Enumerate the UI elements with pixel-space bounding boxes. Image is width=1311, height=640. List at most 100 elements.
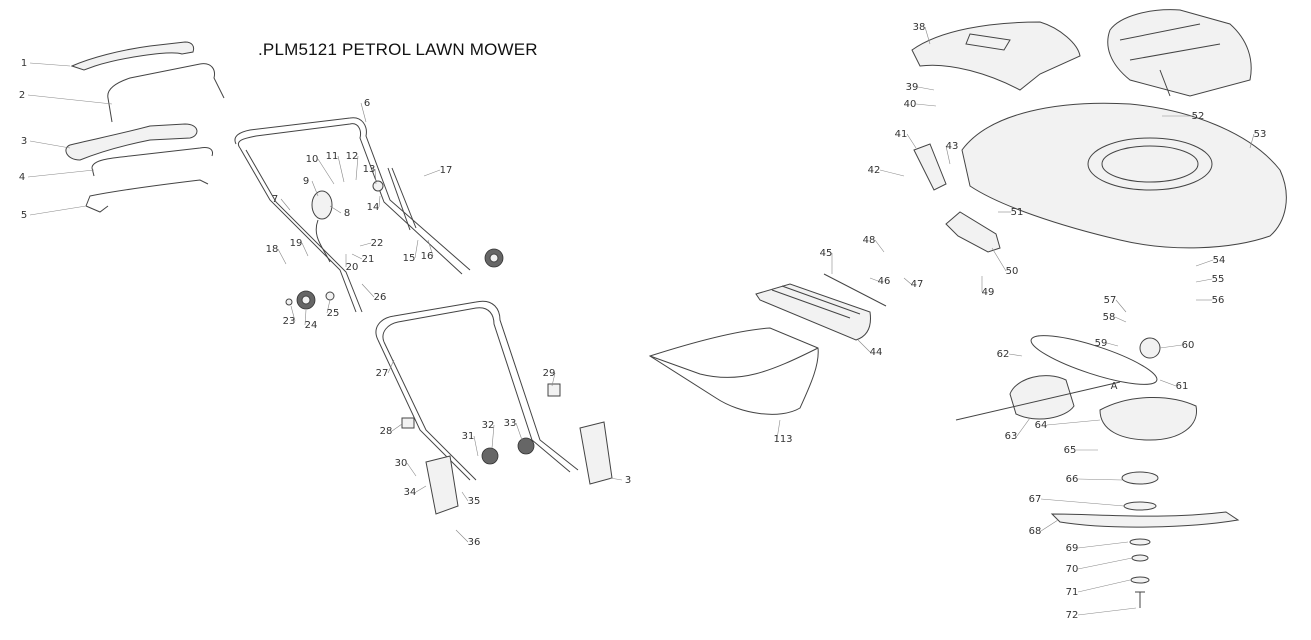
callout-label-2: 2 bbox=[19, 90, 25, 101]
callout-leader-38 bbox=[924, 26, 931, 45]
callout-leader-17 bbox=[423, 169, 441, 177]
callout-leader-55 bbox=[1195, 278, 1213, 283]
part-44-bag-top bbox=[755, 283, 871, 341]
part-2-bail-bar bbox=[107, 63, 225, 123]
callout-label-44: 44 bbox=[870, 347, 883, 358]
callout-label-1: 1 bbox=[21, 58, 27, 69]
callout-label-24: 24 bbox=[305, 320, 318, 331]
part-3-foam-grip bbox=[65, 123, 198, 161]
callout-label-60: 60 bbox=[1182, 340, 1195, 351]
part-23-nut bbox=[285, 298, 293, 306]
callout-label-59: 59 bbox=[1095, 338, 1108, 349]
callout-label-16: 16 bbox=[421, 251, 434, 262]
part-71-washer bbox=[1130, 576, 1150, 584]
callout-label-15: 15 bbox=[403, 253, 416, 264]
callout-label-49: 49 bbox=[982, 287, 995, 298]
callout-leader-22 bbox=[359, 242, 372, 247]
callout-leader-21 bbox=[351, 253, 363, 260]
callout-leader-5 bbox=[29, 205, 87, 216]
part-61-belt bbox=[1030, 335, 1158, 385]
callout-leader-27 bbox=[387, 359, 395, 374]
callout-leader-33 bbox=[515, 422, 523, 441]
callout-label-52: 52 bbox=[1192, 111, 1205, 122]
callout-leader-53 bbox=[1249, 133, 1255, 149]
callout-leader-11 bbox=[337, 155, 345, 183]
callout-leader-28 bbox=[391, 423, 403, 432]
callout-leader-3 bbox=[29, 140, 71, 149]
part-24-knob-wheel bbox=[296, 290, 316, 310]
part-28-clip bbox=[401, 417, 415, 429]
callout-leader-30 bbox=[406, 462, 417, 477]
callout-leader-15 bbox=[414, 239, 419, 259]
callout-leader-71 bbox=[1077, 579, 1131, 593]
callout-leader-36 bbox=[455, 529, 469, 543]
part-5-lever-bar bbox=[85, 179, 209, 213]
callout-leader-66 bbox=[1077, 478, 1123, 481]
upper-handle-group bbox=[234, 117, 504, 313]
callout-leader-60 bbox=[1159, 344, 1183, 349]
part-38-top-cover bbox=[911, 21, 1081, 91]
part-25-washer bbox=[325, 291, 335, 301]
callout-label-6: 6 bbox=[364, 98, 370, 109]
part-72-bolt bbox=[1135, 591, 1145, 608]
callout-leader-4 bbox=[27, 169, 95, 178]
callout-leader-68 bbox=[1040, 519, 1059, 532]
callout-leader-35 bbox=[461, 491, 469, 502]
callout-label-8: 8 bbox=[344, 208, 350, 219]
callout-leader-2 bbox=[27, 94, 113, 105]
callout-label-69: 69 bbox=[1066, 543, 1079, 554]
part-60-pulley bbox=[1139, 337, 1161, 359]
deck-group bbox=[911, 9, 1287, 253]
callout-leader-41 bbox=[906, 133, 917, 149]
callout-label-41: 41 bbox=[895, 129, 908, 140]
callout-label-14: 14 bbox=[367, 202, 380, 213]
callout-label-30: 30 bbox=[395, 458, 408, 469]
callout-label-3: 3 bbox=[21, 136, 27, 147]
callout-leader-70 bbox=[1077, 557, 1133, 570]
callout-label-43: 43 bbox=[946, 141, 959, 152]
callout-label-35: 35 bbox=[468, 496, 481, 507]
callout-label-42: 42 bbox=[868, 165, 881, 176]
callout-label-13: 13 bbox=[363, 164, 376, 175]
callout-label-72: 72 bbox=[1066, 610, 1079, 621]
part-113-grass-bag bbox=[648, 327, 819, 415]
callout-label-46: 46 bbox=[878, 276, 891, 287]
callout-label-10: 10 bbox=[306, 154, 319, 165]
callout-label-56: 56 bbox=[1212, 295, 1225, 306]
callout-leader-16 bbox=[427, 239, 434, 257]
callout-leader-44 bbox=[857, 339, 871, 353]
part-33-knob bbox=[517, 437, 535, 455]
part-32-knob bbox=[481, 447, 499, 465]
callout-leader-39 bbox=[917, 86, 935, 91]
callout-label-70: 70 bbox=[1066, 564, 1079, 575]
callout-label-53: 53 bbox=[1254, 129, 1267, 140]
callout-leader-23 bbox=[290, 305, 296, 322]
callout-leader-12 bbox=[355, 155, 359, 181]
callout-leader-34 bbox=[415, 485, 427, 493]
callout-label-113: 113 bbox=[773, 434, 792, 445]
callout-leader-24 bbox=[304, 309, 307, 326]
callout-leader-19 bbox=[301, 242, 309, 257]
callout-label-66: 66 bbox=[1066, 474, 1079, 485]
callout-leader-57 bbox=[1115, 299, 1127, 313]
callout-label-25: 25 bbox=[327, 308, 340, 319]
part-34-bracket-left bbox=[425, 455, 459, 515]
callout-leader-47 bbox=[903, 277, 912, 285]
callout-label-40: 40 bbox=[904, 99, 917, 110]
callout-label-65: 65 bbox=[1064, 445, 1077, 456]
callout-leader-6 bbox=[360, 102, 367, 123]
callout-label-7: 7 bbox=[272, 194, 278, 205]
callout-label-20: 20 bbox=[346, 262, 359, 273]
part-9-cable-clip bbox=[311, 190, 333, 220]
callout-leader-63 bbox=[1016, 417, 1031, 437]
callout-leader-10 bbox=[317, 158, 335, 185]
part-knob-right bbox=[484, 248, 504, 268]
callout-leader-26 bbox=[361, 283, 375, 298]
callout-label-26: 26 bbox=[374, 292, 387, 303]
part-1-top-handle bbox=[70, 41, 195, 71]
callout-label-58: 58 bbox=[1103, 312, 1116, 323]
callout-label-64: 64 bbox=[1035, 420, 1048, 431]
callout-label-4: 4 bbox=[19, 172, 25, 183]
callout-label-22: 22 bbox=[371, 238, 384, 249]
